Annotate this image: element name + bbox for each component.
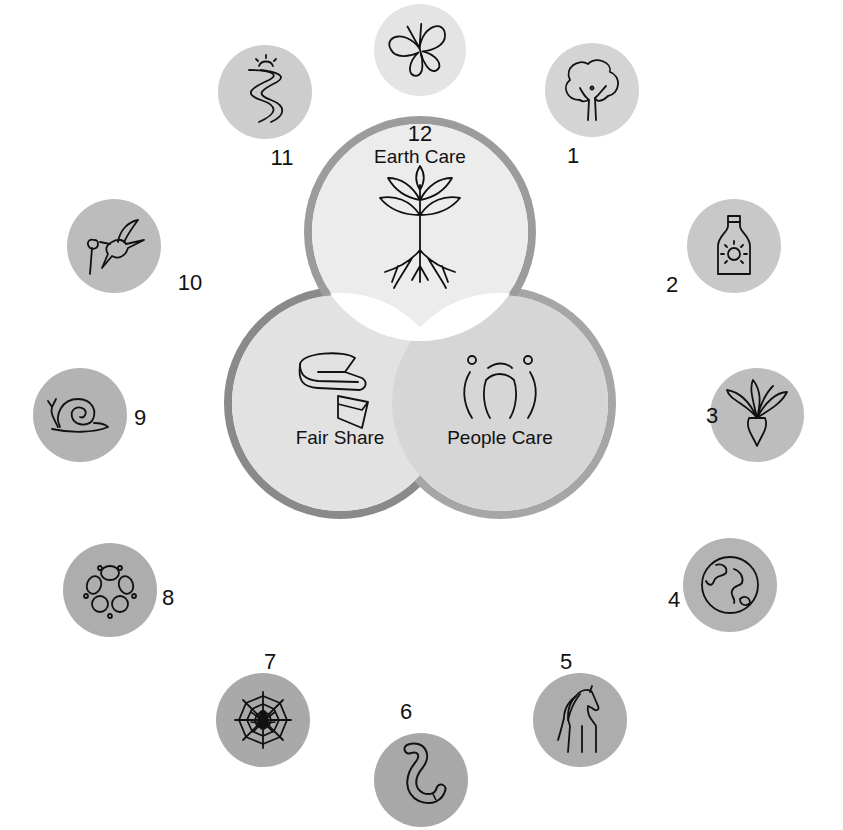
spider-web-icon — [235, 692, 291, 748]
circle-shape — [232, 295, 448, 511]
callout-number: 6 — [386, 701, 426, 723]
venn-rings — [228, 120, 612, 515]
circle-outline — [228, 291, 452, 515]
callout-number: 5 — [546, 651, 586, 673]
fair-share-circle: Fair Share — [228, 291, 452, 515]
horse-icon — [558, 686, 599, 752]
ethic-label: Fair Share — [228, 428, 452, 449]
snail-icon — [48, 399, 108, 432]
principle-circles — [33, 4, 804, 827]
callout-number: 1 — [553, 145, 593, 167]
ethic-label: Earth Care — [308, 147, 532, 168]
circle-shape — [392, 295, 608, 511]
callout-number: 12 — [400, 123, 440, 145]
callout-number: 7 — [250, 651, 290, 673]
callout-number: 9 — [120, 407, 160, 429]
globe-icon — [702, 557, 758, 613]
circle-outline — [388, 291, 612, 515]
beet-icon — [727, 380, 787, 446]
callout-number: 3 — [692, 405, 732, 427]
callout-number: 10 — [170, 272, 210, 294]
callout-number: 8 — [148, 587, 188, 609]
callout-number: 2 — [652, 274, 692, 296]
road-icon — [249, 55, 282, 122]
ethic-label: People Care — [388, 428, 612, 449]
hummingbird-icon — [88, 220, 144, 274]
butterfly-icon — [386, 18, 454, 81]
plant-icon — [380, 166, 460, 288]
people-icon — [464, 356, 536, 418]
callout-number: 4 — [654, 589, 694, 611]
tree-icon — [566, 60, 618, 120]
earth-care-circle: Earth Care — [308, 120, 532, 344]
venn-fills — [230, 124, 610, 513]
pie-icon — [300, 353, 368, 428]
worm-icon — [409, 748, 441, 800]
bottle-icon — [718, 216, 750, 274]
people-care-circle: People Care — [388, 291, 612, 515]
callout-number: 11 — [262, 147, 302, 169]
flower-icon — [84, 566, 136, 618]
